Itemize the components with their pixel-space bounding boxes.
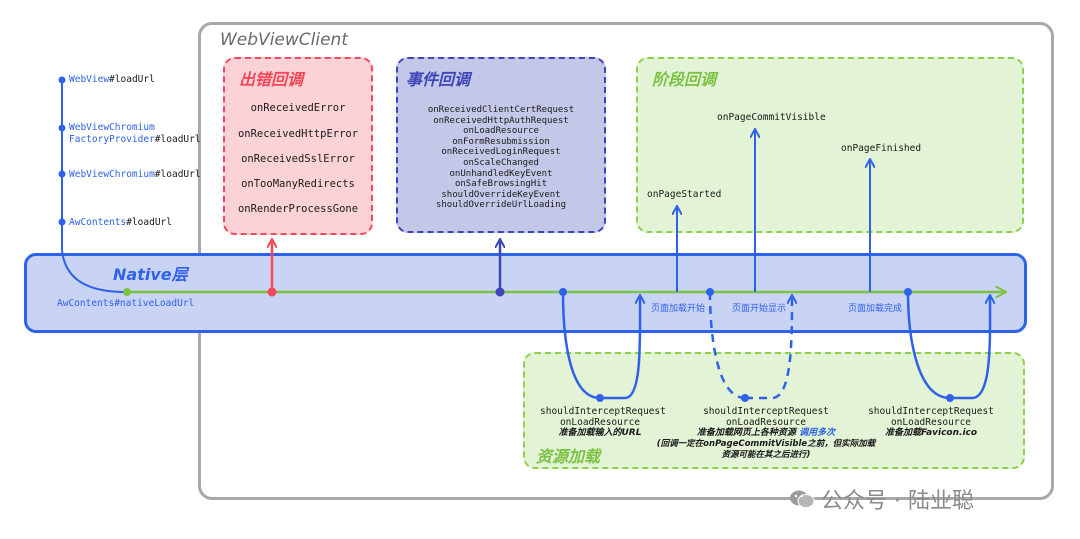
event-item: onLoadResource (463, 126, 539, 137)
error-item-http-error: onReceivedHttpError (237, 128, 359, 140)
event-callbacks-box (396, 57, 606, 233)
call-webviewchromium-loadurl: WebViewChromium#loadUrl (69, 169, 201, 180)
error-item-ssl-error: onReceivedSslError (241, 153, 355, 165)
call-node-4 (58, 218, 66, 226)
event-item: shouldOverrideKeyEvent (441, 189, 561, 200)
resource-middle-note-d: 资源可能在其之后进行) (721, 450, 811, 460)
resource-right-line2: onLoadResource (890, 417, 972, 428)
resource-right-line1: shouldInterceptRequest (868, 406, 994, 417)
event-group-title: 事件回调 (406, 70, 471, 89)
stage-page-finished: onPageFinished (841, 143, 922, 154)
res-left-loop-up (600, 296, 640, 400)
resource-loading-box (523, 352, 1025, 469)
event-item: shouldOverrideUrlLoading (435, 200, 567, 211)
native-entry-label: AwContents#nativeLoadUrl (57, 298, 195, 309)
event-item: onFormResubmission (452, 136, 550, 147)
event-node (495, 287, 505, 297)
webviewclient-title: WebViewClient (220, 30, 348, 50)
label-page-load-done: 页面加载完成 (848, 304, 903, 314)
event-item: onUnhandledKeyEvent (449, 168, 553, 179)
native-layer-title: Native层 (113, 265, 188, 284)
res-right-loop-down (906, 291, 951, 400)
resource-right-block: shouldInterceptRequest onLoadResource 准备… (866, 406, 996, 439)
resource-group-title: 资源加载 (536, 447, 601, 466)
resource-right-note: 准备加载Favicon.ico (884, 428, 978, 438)
resource-middle-line1: shouldInterceptRequest (703, 406, 829, 417)
call-node-2 (58, 124, 66, 132)
res-left-loop-down (561, 291, 601, 400)
error-item-received-error: onReceivedError (250, 102, 346, 114)
event-list: onReceivedClientCertRequest onReceivedHt… (396, 105, 606, 211)
resource-middle-line2: onLoadResource (725, 417, 807, 428)
event-item: onScaleChanged (463, 157, 539, 168)
event-item: onReceivedHttpAuthRequest (433, 115, 569, 126)
watermark: 公众号 · 陆业聪 (789, 483, 974, 515)
label-page-show-start: 页面开始显示 (732, 304, 787, 314)
call-node-3 (58, 170, 66, 178)
call-node-1 (58, 76, 66, 84)
resource-left-block: shouldInterceptRequest onLoadResource 准备… (540, 406, 666, 439)
resource-middle-note-c: (回调一定在onPageCommitVisible之前，但实际加载 (656, 439, 876, 449)
resource-left-line1: shouldInterceptRequest (540, 406, 666, 417)
label-page-load-start: 页面加载开始 (651, 304, 706, 314)
resource-left-note: 准备加载输入的URL (558, 428, 642, 438)
timeline-start-node (123, 288, 131, 296)
resource-left-line2: onLoadResource (559, 417, 641, 428)
res-mid-loop-down (708, 291, 746, 400)
error-node (267, 287, 277, 297)
event-item: onReceivedClientCertRequest (427, 105, 575, 115)
call-awcontents-loadurl: AwContents#loadUrl (69, 217, 172, 228)
stage-page-commit-visible: onPageCommitVisible (717, 112, 826, 123)
error-item-too-many-redirects: onTooManyRedirects (241, 178, 355, 190)
resource-middle-note: 准备加载网页上各种资源 调用多次 (696, 428, 836, 438)
res-mid-loop-up (745, 296, 792, 400)
call-webview-loadurl: WebView#loadUrl (69, 74, 155, 85)
wechat-icon (789, 488, 815, 510)
event-item: onSafeBrowsingHit (454, 179, 548, 190)
stage-callbacks-box (636, 57, 1024, 233)
call-chain-curve (61, 249, 126, 293)
stage-page-started: onPageStarted (647, 189, 722, 200)
error-group-title: 出错回调 (239, 70, 304, 89)
res-right-loop-up (950, 296, 990, 400)
stage-group-title: 阶段回调 (652, 70, 717, 89)
error-callbacks-box (223, 57, 373, 235)
watermark-text: 公众号 · 陆业聪 (821, 489, 974, 514)
event-item: onReceivedLoginRequest (441, 147, 561, 158)
resource-middle-block: shouldInterceptRequest onLoadResource 准备… (650, 406, 882, 461)
error-item-render-process-gone: onRenderProcessGone (237, 203, 359, 215)
